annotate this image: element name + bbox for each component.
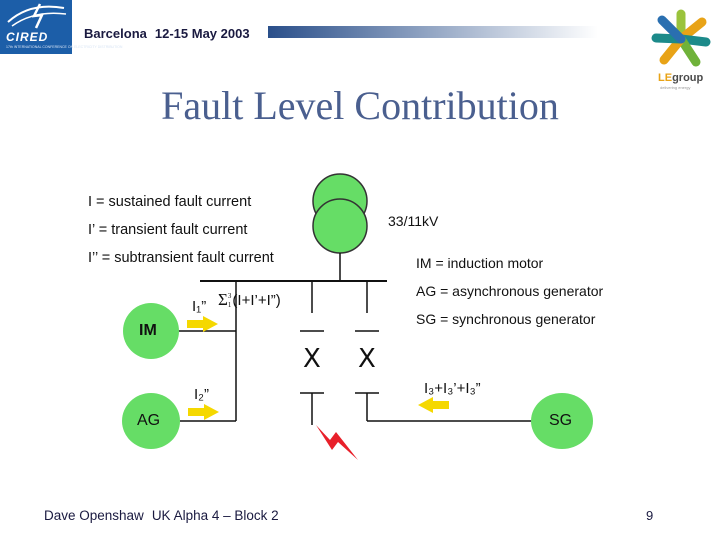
footer-text: Dave Openshaw UK Alpha 4 – Block 2 — [44, 508, 279, 523]
page-title: Fault Level Contribution — [161, 83, 559, 128]
sum-upper-limit: 3 — [227, 292, 232, 301]
sum-lower-limit: 1 — [227, 301, 232, 310]
definition-sustained: I = sustained fault current — [88, 194, 252, 210]
i3-label: I₃+I₃’+I₃” — [424, 380, 481, 397]
header-event: Barcelona — [84, 26, 147, 41]
fault-lightning-icon — [316, 425, 358, 460]
definition-transient: I’ = transient fault current — [88, 222, 248, 238]
definition-subtransient: I’’ = subtransient fault current — [88, 250, 274, 266]
legend-asynchronous-generator: AG = asynchronous generator — [416, 283, 604, 299]
i1-label: I₁” — [192, 298, 207, 315]
i2-label: I₂” — [194, 386, 209, 403]
legend-synchronous-generator: SG = synchronous generator — [416, 311, 596, 327]
lightning-icon — [7, 3, 67, 29]
legroup-logo: LEgroup — [658, 72, 704, 84]
arrow-i3-icon — [418, 397, 449, 413]
breaker-x-1: X — [303, 344, 321, 374]
footer-project: UK Alpha 4 – Block 2 — [151, 508, 279, 523]
arrow-i2-icon — [188, 404, 219, 420]
sum-symbol: Σ — [218, 290, 228, 309]
header-text: Barcelona 12-15 May 2003 — [84, 26, 250, 41]
transformer-winding-lv — [312, 198, 368, 254]
footer-author: Dave Openshaw — [44, 508, 144, 523]
ag-label: AG — [137, 412, 161, 429]
legroup-slogan: delivering energy — [660, 85, 691, 90]
header-dates: 12-15 May 2003 — [154, 26, 250, 41]
legroup-star-icon — [651, 9, 711, 67]
legend-induction-motor: IM = induction motor — [416, 255, 544, 271]
sg-label: SG — [549, 412, 573, 429]
sg-machine — [531, 393, 593, 449]
sum-expression: (I+I’+I”) — [232, 292, 281, 309]
ag-machine — [122, 393, 180, 449]
header-bar — [268, 26, 598, 38]
transformer-rating: 33/11kV — [388, 213, 439, 229]
arrow-i1-icon — [187, 316, 218, 332]
im-label: IM — [139, 322, 157, 339]
cired-logo: CIRED 17th INTERNATIONAL CONFERENCE ON E… — [0, 0, 122, 54]
im-machine — [123, 303, 179, 359]
page-number: 9 — [646, 508, 654, 523]
cired-subtitle: 17th INTERNATIONAL CONFERENCE ON ELECTRI… — [6, 45, 123, 49]
cired-name: CIRED — [6, 30, 49, 44]
breaker-x-2: X — [358, 344, 376, 374]
